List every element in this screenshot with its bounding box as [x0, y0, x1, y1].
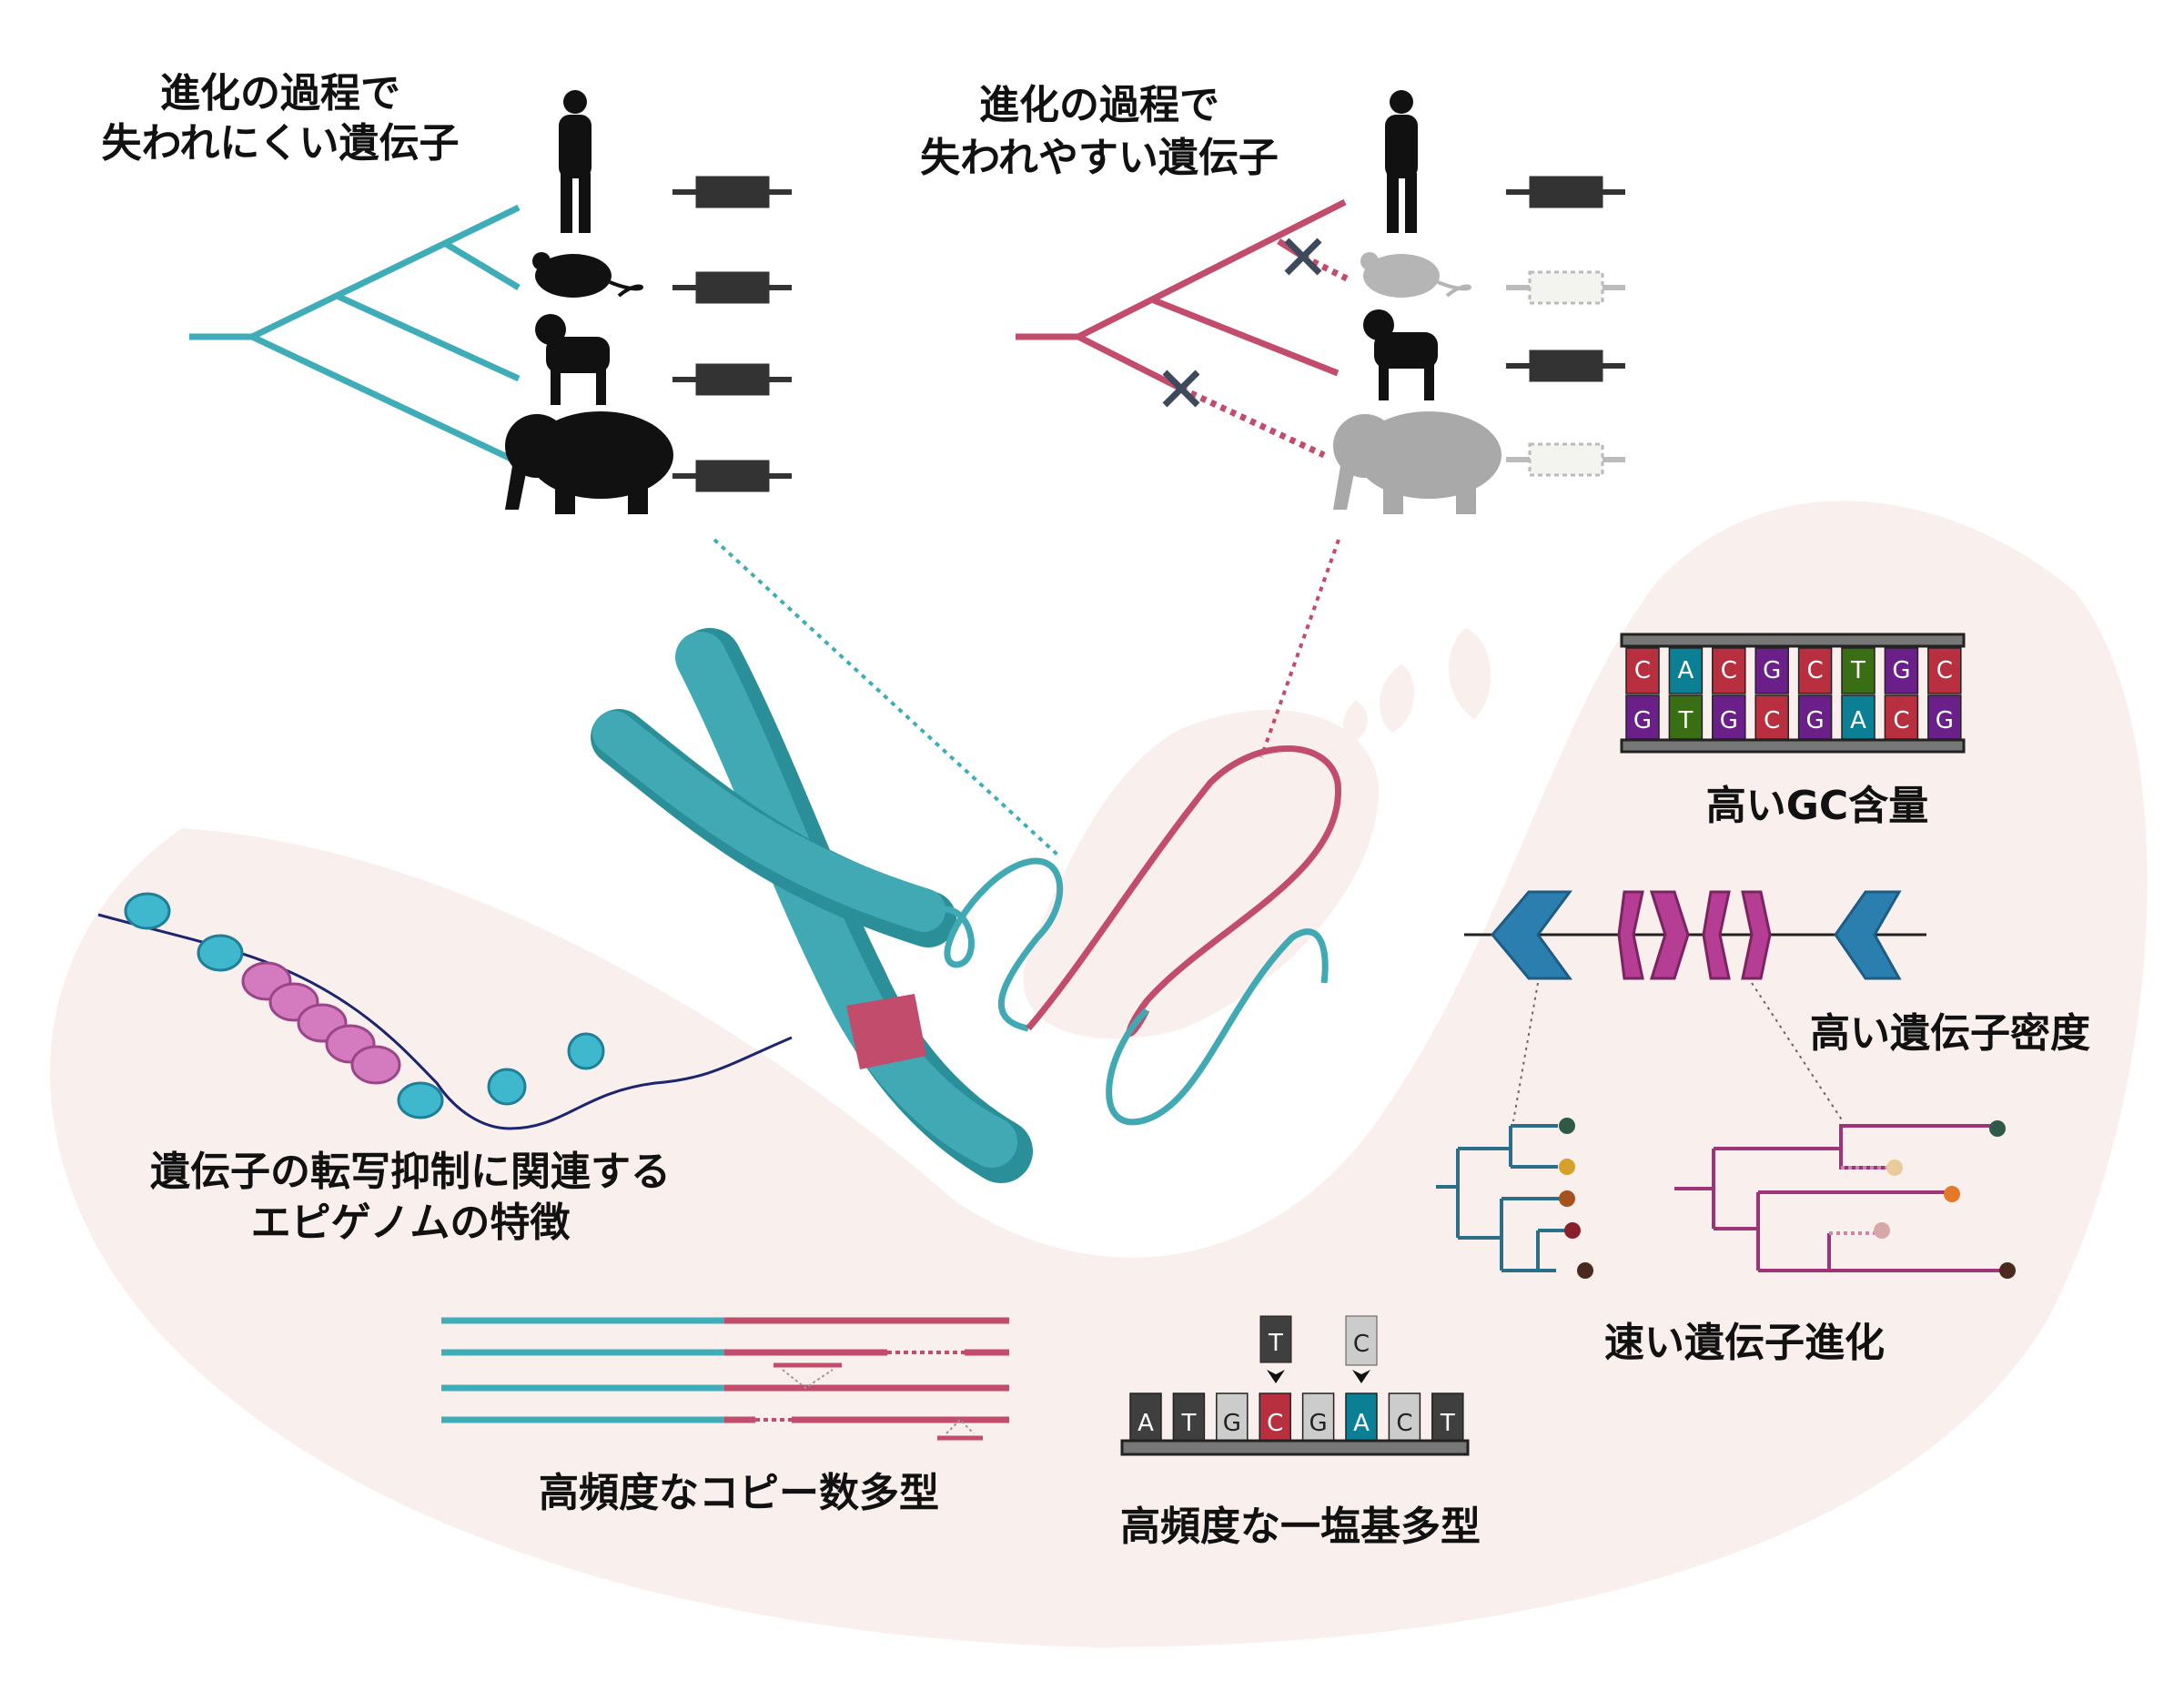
nucleosome-chain	[97, 892, 793, 1130]
elephant-icon-lost	[1333, 411, 1502, 514]
base-bottom	[1797, 694, 1833, 740]
highlighted-band	[846, 994, 926, 1069]
base-letter: G	[1223, 1410, 1241, 1437]
evolution-label: 速い遺伝子進化	[1604, 1320, 1885, 1366]
connector-teal	[713, 538, 1060, 857]
dog-icon	[535, 314, 610, 405]
base-letter: C	[1807, 657, 1824, 684]
left-title-line2: 失われにくい遺伝子	[102, 120, 460, 167]
evolution-trees	[1436, 982, 2007, 1272]
base-bottom	[1841, 694, 1876, 740]
base-letter: C	[1764, 707, 1780, 734]
base-top	[1841, 647, 1876, 694]
base-letter: C	[1634, 657, 1651, 684]
base-letter: G	[1309, 1410, 1328, 1437]
base-bottom	[1625, 694, 1660, 740]
feature-background	[50, 501, 2148, 1647]
mouse-icon-lost	[1360, 252, 1471, 298]
human-icon	[559, 90, 592, 233]
species-dots	[1559, 1118, 2016, 1279]
base-letter: C	[1893, 707, 1909, 734]
base-letter: A	[1353, 1410, 1370, 1437]
base-top	[1927, 647, 1962, 694]
inner-blob	[1023, 710, 1380, 1039]
base-bottom	[1754, 694, 1789, 740]
strand-bar	[1620, 633, 1966, 648]
snp-base	[1388, 1392, 1421, 1442]
base-letter: T	[1180, 1410, 1196, 1437]
base-bottom	[1927, 694, 1962, 740]
base-letter: T	[1440, 1410, 1455, 1437]
base-letter: C	[1721, 657, 1737, 684]
connector-pink	[1259, 539, 1340, 758]
base-top	[1884, 647, 1919, 694]
cnv-icon	[441, 1317, 1009, 1441]
base-letter: T	[1677, 707, 1693, 734]
mouse-icon	[532, 252, 643, 298]
base-top	[1754, 647, 1789, 694]
base-letter: G	[1892, 657, 1910, 684]
strand-bar	[1620, 738, 1966, 754]
conserved-tree	[189, 204, 521, 466]
base-letter: C	[1936, 657, 1953, 684]
droplet	[1342, 628, 1491, 742]
snp-base	[1301, 1392, 1335, 1442]
base-top	[1625, 647, 1660, 694]
snp-base	[1172, 1392, 1206, 1442]
base-letter: G	[1720, 707, 1738, 734]
density-label: 高い遺伝子密度	[1810, 1010, 2090, 1057]
base-bottom	[1712, 694, 1746, 740]
base-letter: G	[1806, 707, 1825, 734]
base-letter: A	[1678, 657, 1694, 684]
snp-base	[1216, 1392, 1249, 1442]
right-title-line1: 進化の過程で	[979, 82, 1219, 128]
gc-label: 高いGC含量	[1706, 783, 1928, 829]
base-letter: G	[1936, 707, 1954, 734]
epigenome-label-line1: 遺伝子の転写抑制に関連する	[150, 1149, 671, 1195]
epigenome-label-line2: エピゲノムの特徴	[251, 1200, 571, 1246]
gene-present	[672, 176, 1625, 492]
right-title-line2: 失われやすい遺伝子	[920, 135, 1279, 181]
base-bottom	[1884, 694, 1919, 740]
base-letter: A	[1850, 707, 1866, 734]
base-top	[1797, 647, 1833, 694]
base-letter: T	[1850, 657, 1866, 684]
base-letter: G	[1633, 707, 1652, 734]
elephant-icon	[505, 411, 673, 514]
dog-icon	[1363, 309, 1438, 400]
cross-icon	[1162, 238, 1322, 408]
base-top	[1668, 647, 1704, 694]
lost-tree	[1016, 198, 1349, 459]
cnv-label: 高頻度なコピー数多型	[539, 1470, 939, 1516]
base-bottom	[1668, 694, 1704, 740]
base-letter: A	[1138, 1410, 1154, 1437]
base-letter: C	[1396, 1410, 1412, 1437]
gene-lost	[1506, 270, 1625, 477]
human-icon	[1385, 90, 1418, 233]
base-letter: C	[1353, 1331, 1370, 1358]
chromosome	[591, 628, 1341, 1183]
snp-base	[1259, 1392, 1291, 1442]
strand-bar	[1120, 1439, 1470, 1456]
gene-density-icon	[1464, 890, 1926, 980]
base-letter: G	[1763, 657, 1781, 684]
alt-base	[1345, 1315, 1378, 1366]
snp-label: 高頻度な一塩基多型	[1120, 1504, 1481, 1550]
base-top	[1712, 647, 1746, 694]
left-title-line1: 進化の過程で	[160, 70, 400, 116]
alt-base	[1259, 1315, 1292, 1363]
base-letter: T	[1268, 1330, 1283, 1357]
base-letter: C	[1267, 1410, 1283, 1437]
